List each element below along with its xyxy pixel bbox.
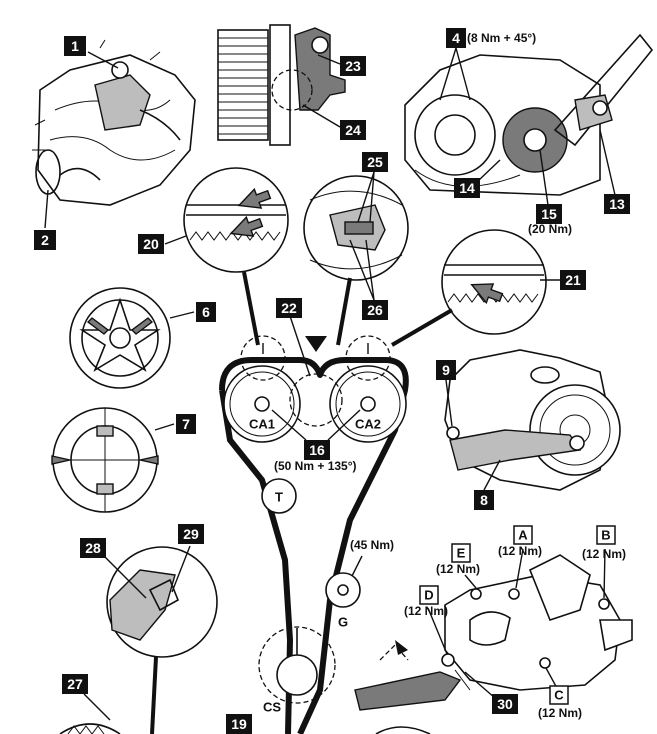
callout-15: 15 (536, 204, 562, 224)
callout-4: 4 (446, 28, 466, 48)
callout-8: 8 (474, 490, 494, 510)
tensioner-pulley-t (261, 478, 297, 514)
svg-text:4: 4 (452, 30, 460, 46)
torque-a: (12 Nm) (498, 544, 542, 558)
torque-c: (12 Nm) (538, 706, 582, 720)
callout-2: 2 (34, 230, 56, 250)
svg-text:26: 26 (367, 302, 383, 318)
callout-14: 14 (454, 178, 480, 198)
svg-text:19: 19 (231, 716, 247, 732)
pulley-label-ca2: CA2 (355, 417, 381, 432)
crankshaft-sprocket-cs (258, 626, 336, 704)
callout-23: 23 (340, 56, 366, 76)
svg-text:22: 22 (281, 300, 297, 316)
callout-1: 1 (64, 36, 86, 56)
callout-a: A (513, 525, 533, 545)
callout-26: 26 (362, 300, 388, 320)
svg-text:25: 25 (367, 154, 383, 170)
callout-d: D (419, 585, 439, 605)
svg-text:15: 15 (541, 206, 557, 222)
callout-7: 7 (176, 414, 196, 434)
detail-circle-20 (183, 167, 289, 273)
camshaft-sprocket-ca1 (223, 365, 301, 443)
svg-text:16: 16 (309, 442, 325, 458)
water-pump-illustration (441, 554, 633, 691)
svg-text:29: 29 (183, 526, 199, 542)
svg-text:14: 14 (459, 180, 475, 196)
timing-mark-triangle (305, 336, 327, 352)
svg-text:1: 1 (71, 38, 79, 54)
torque-4: (8 Nm + 45°) (467, 31, 536, 45)
torque-15: (20 Nm) (528, 222, 572, 236)
svg-text:A: A (518, 528, 528, 543)
idler-pulley-g (325, 572, 361, 608)
callout-28: 28 (80, 538, 106, 558)
svg-text:27: 27 (67, 676, 83, 692)
pulley-label-t: T (275, 490, 283, 505)
svg-text:23: 23 (345, 58, 361, 74)
detail-circle-6 (69, 287, 171, 389)
detail-circle-25-26 (303, 175, 409, 281)
detail-circle-21 (441, 229, 547, 335)
torque-e: (12 Nm) (436, 562, 480, 576)
svg-text:6: 6 (202, 304, 210, 320)
svg-text:21: 21 (565, 272, 581, 288)
svg-text:20: 20 (143, 236, 159, 252)
svg-text:D: D (424, 588, 433, 603)
callout-30: 30 (492, 694, 518, 714)
callout-29: 29 (178, 524, 204, 544)
callout-c: C (549, 685, 569, 705)
callout-19: 19 (226, 714, 252, 734)
callout-27: 27 (62, 674, 88, 694)
detail-circle-7 (51, 407, 159, 513)
callout-21: 21 (560, 270, 586, 290)
svg-text:B: B (601, 528, 610, 543)
callout-20: 20 (138, 234, 164, 254)
pulley-label-g: G (338, 615, 348, 630)
pump-lever-illustration (444, 349, 621, 491)
torque-16: (50 Nm + 135°) (274, 459, 357, 473)
callout-b: B (596, 525, 616, 545)
svg-text:E: E (457, 546, 466, 561)
svg-text:9: 9 (442, 362, 450, 378)
svg-text:24: 24 (345, 122, 361, 138)
detail-circle-28-29 (106, 546, 218, 658)
engine-bay-illustration (32, 39, 196, 206)
pulley-label-cs: CS (263, 700, 281, 715)
svg-text:13: 13 (609, 196, 625, 212)
callout-13: 13 (604, 194, 630, 214)
pulley-label-ca1: CA1 (249, 417, 275, 432)
callout-9: 9 (436, 360, 456, 380)
callout-22: 22 (276, 298, 302, 318)
callout-6: 6 (196, 302, 216, 322)
callout-25: 25 (362, 152, 388, 172)
svg-text:30: 30 (497, 696, 513, 712)
camshaft-sprocket-ca2 (329, 365, 407, 443)
crankshaft-pulley-holding-tool-illustration (404, 33, 654, 196)
torque-g: (45 Nm) (350, 538, 394, 552)
callout-24: 24 (340, 120, 366, 140)
svg-text:7: 7 (182, 416, 190, 432)
svg-text:8: 8 (480, 492, 488, 508)
torque-b: (12 Nm) (582, 547, 626, 561)
callout-16: 16 (304, 440, 330, 460)
svg-text:C: C (554, 688, 564, 703)
callout-e: E (451, 543, 471, 563)
torque-d: (12 Nm) (404, 604, 448, 618)
svg-text:2: 2 (41, 232, 49, 248)
svg-text:28: 28 (85, 540, 101, 556)
camshaft-sprocket-locking-tool-illustration (217, 24, 346, 146)
